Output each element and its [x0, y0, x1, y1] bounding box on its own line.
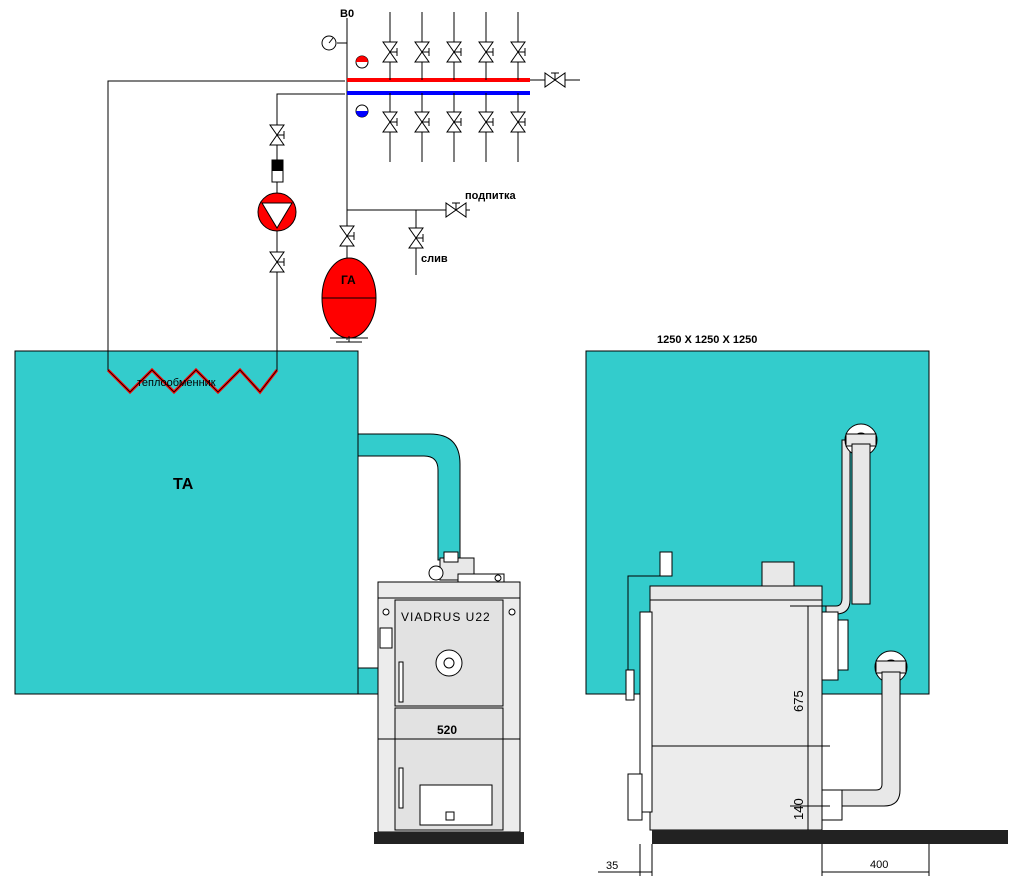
storage-tank-left: ТА теплообменник — [14, 350, 461, 695]
offset-right-dimension: 400 — [870, 859, 888, 871]
expansion-tank-label: ГА — [341, 273, 356, 287]
tank-return-pipe — [357, 667, 379, 695]
height-lower-dimension: 140 — [791, 798, 806, 820]
supply-branches — [382, 12, 526, 80]
boiler-brand-label: VIADRUS U22 — [401, 610, 491, 624]
boiler-width-dimension: 520 — [437, 723, 457, 737]
height-upper-dimension: 675 — [791, 690, 806, 712]
expansion-tank — [321, 257, 377, 343]
flue-pipe-connection — [357, 433, 461, 561]
piping: В0 — [107, 8, 580, 370]
floor-right — [652, 830, 1008, 844]
offset-left-dimension: 35 — [606, 860, 618, 872]
circulation-pump-icon — [257, 192, 297, 232]
refill-label: подпитка — [465, 190, 516, 202]
floor-left — [374, 832, 524, 844]
ash-door — [419, 784, 493, 826]
heat-exchanger-label: теплообменник — [137, 377, 216, 389]
storage-tank-body — [14, 350, 359, 695]
air-vent-label: В0 — [340, 8, 354, 20]
return-branches — [382, 93, 526, 162]
boiler-side-body — [649, 599, 823, 831]
tank-size-label: 1250 Х 1250 Х 1250 — [657, 334, 757, 346]
storage-tank-label: ТА — [173, 476, 194, 493]
drain-label: слив — [421, 253, 448, 265]
boiler-side-view: 675 140 35 400 — [598, 551, 1008, 876]
boiler-front-view: VIADRUS U22 520 — [374, 551, 524, 844]
